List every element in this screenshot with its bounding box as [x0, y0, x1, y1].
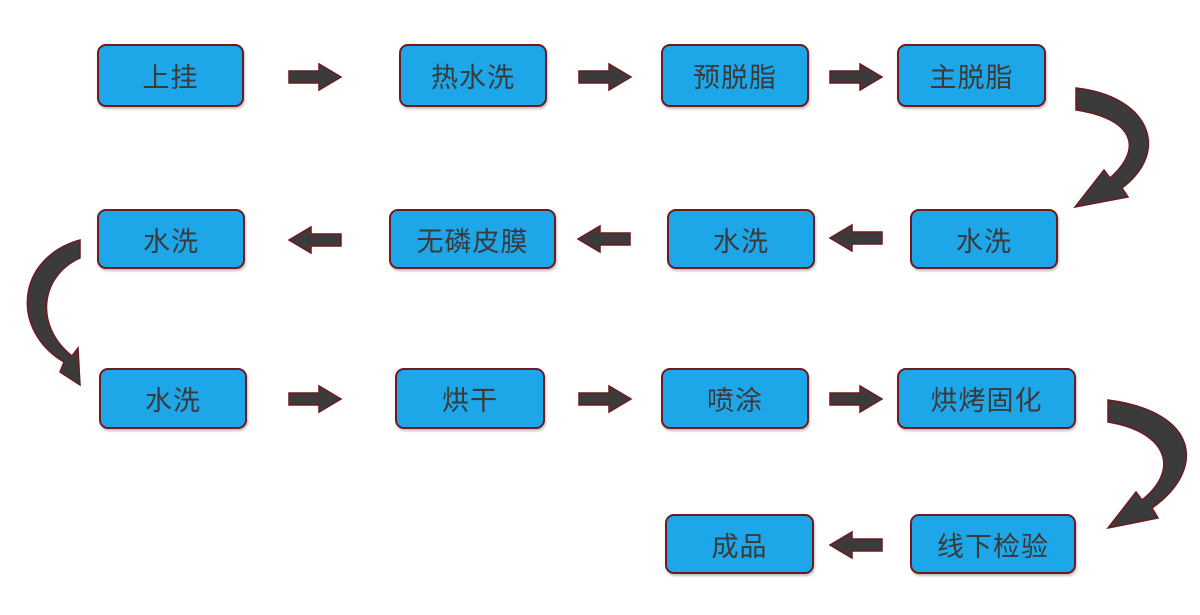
step-water-wash-4: 水洗 [97, 209, 245, 269]
step-finished-product: 成品 [665, 514, 814, 574]
step-hot-water-wash: 热水洗 [399, 44, 547, 107]
arrow-right-3 [829, 63, 883, 91]
step-spraying: 喷涂 [661, 368, 809, 429]
step-main-degreasing: 主脱脂 [897, 44, 1046, 107]
step-drying: 烘干 [395, 368, 545, 429]
arrow-left-2 [577, 225, 631, 253]
arrow-right-5 [578, 385, 632, 413]
arrow-right-1 [288, 63, 342, 91]
step-water-wash-2: 水洗 [667, 209, 815, 269]
step-offline-inspection: 线下检验 [910, 514, 1076, 574]
step-water-wash-1: 水洗 [910, 209, 1058, 269]
curved-arrow-right-1 [1073, 87, 1150, 209]
step-water-wash-5: 水洗 [99, 368, 247, 429]
step-hanging: 上挂 [97, 44, 244, 107]
step-baking-curing: 烘烤固化 [897, 368, 1076, 429]
curved-arrow-right-2 [1106, 399, 1188, 530]
arrow-left-1 [829, 224, 883, 252]
arrow-right-2 [578, 63, 632, 91]
step-pre-degreasing: 预脱脂 [661, 44, 809, 107]
curved-arrow-left [26, 239, 81, 387]
arrow-right-4 [288, 385, 342, 413]
step-phosphate-free-film: 无磷皮膜 [389, 209, 556, 269]
arrow-left-3 [288, 226, 342, 254]
arrow-left-4 [829, 531, 883, 559]
arrow-right-6 [829, 385, 883, 413]
